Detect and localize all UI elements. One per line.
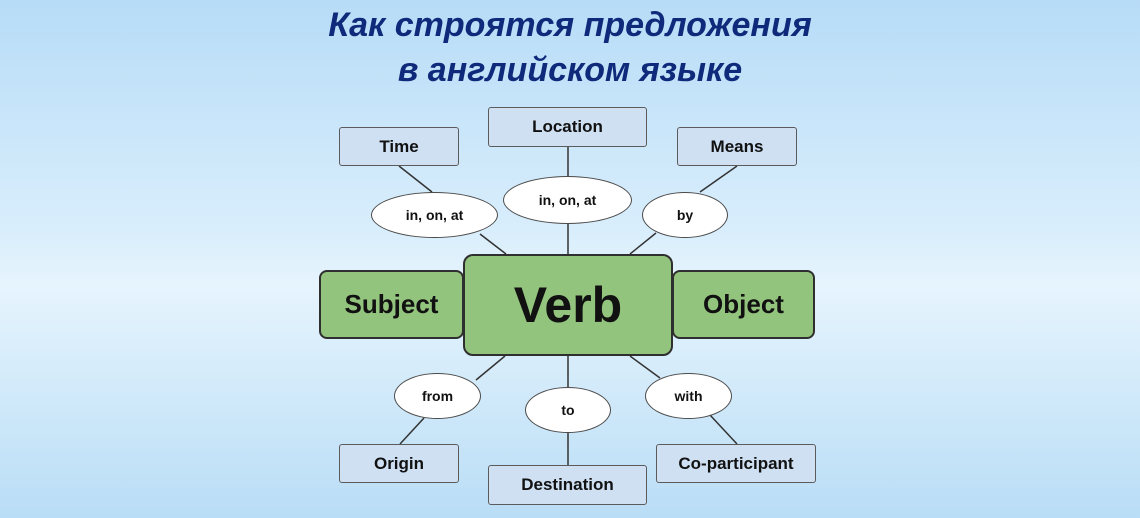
link-means-verb bbox=[629, 232, 657, 255]
prep-origin-ellipse: from bbox=[394, 373, 481, 419]
title-line-1: Как строятся предложения bbox=[328, 6, 812, 44]
coparticipant-box: Co-participant bbox=[656, 444, 816, 483]
prep-location-ellipse: in, on, at bbox=[503, 176, 632, 224]
title-line-2: в английском языке bbox=[397, 51, 743, 89]
prep-time-ellipse: in, on, at bbox=[371, 192, 498, 238]
prep-destination-ellipse: to bbox=[525, 387, 611, 433]
link-time-verb bbox=[479, 233, 507, 255]
verb-box: Verb bbox=[463, 254, 673, 356]
prep-means-ellipse: by bbox=[642, 192, 728, 238]
origin-box: Origin bbox=[339, 444, 459, 483]
object-box: Object bbox=[672, 270, 815, 339]
link-coparticipant-box bbox=[709, 414, 738, 445]
prep-coparticipant-ellipse: with bbox=[645, 373, 732, 419]
time-box: Time bbox=[339, 127, 459, 166]
location-box: Location bbox=[488, 107, 647, 147]
link-means-box bbox=[699, 165, 738, 193]
link-origin-box bbox=[399, 417, 425, 445]
means-box: Means bbox=[677, 127, 797, 166]
link-coparticipant-verb bbox=[629, 355, 661, 379]
link-origin-verb bbox=[475, 355, 506, 381]
subject-box: Subject bbox=[319, 270, 464, 339]
link-time-box bbox=[398, 165, 433, 193]
destination-box: Destination bbox=[488, 465, 647, 505]
